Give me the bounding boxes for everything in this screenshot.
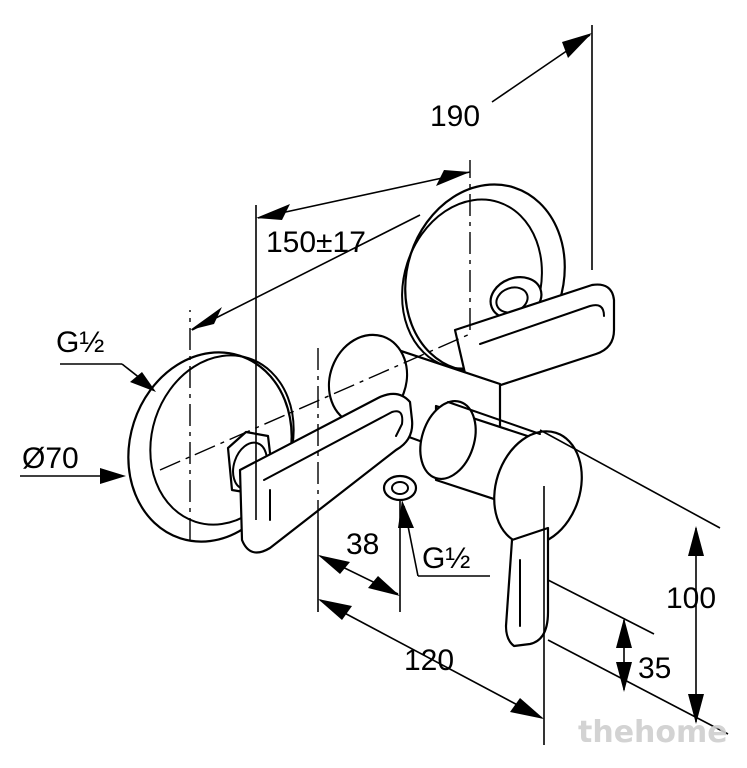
dim-190-label: 190 (430, 100, 480, 133)
dimension-38: 38 (318, 528, 400, 596)
right-lever (453, 283, 616, 397)
dimension-diameter-70: Ø70 (20, 442, 126, 484)
mixer-cylinder (419, 400, 583, 546)
dim-100-label: 100 (666, 582, 716, 615)
dimension-g-half-inlet: G½ (56, 326, 156, 392)
left-lever (238, 392, 414, 554)
watermark-text: thehome (578, 715, 728, 750)
dim-150-label: 150±17 (266, 226, 366, 259)
dimension-120: 120 (318, 599, 544, 719)
dimension-g-half-outlet: G½ (398, 500, 490, 577)
dim-diameter-label: Ø70 (22, 442, 79, 475)
dim-g-half-outlet-label: G½ (422, 542, 470, 575)
dim-38-label: 38 (346, 528, 379, 561)
dimension-150: 150±17 (256, 170, 471, 259)
dimension-190: 190 (190, 33, 592, 331)
dimension-100: 100 (666, 526, 716, 724)
extension-lines (159, 25, 729, 745)
dim-120-label: 120 (404, 644, 454, 677)
mixer-lever (504, 526, 550, 648)
dim-35-label: 35 (638, 652, 671, 685)
spout-collar (382, 474, 418, 502)
dim-g-half-inlet-label: G½ (56, 326, 104, 359)
dimension-35: 35 (616, 618, 671, 692)
